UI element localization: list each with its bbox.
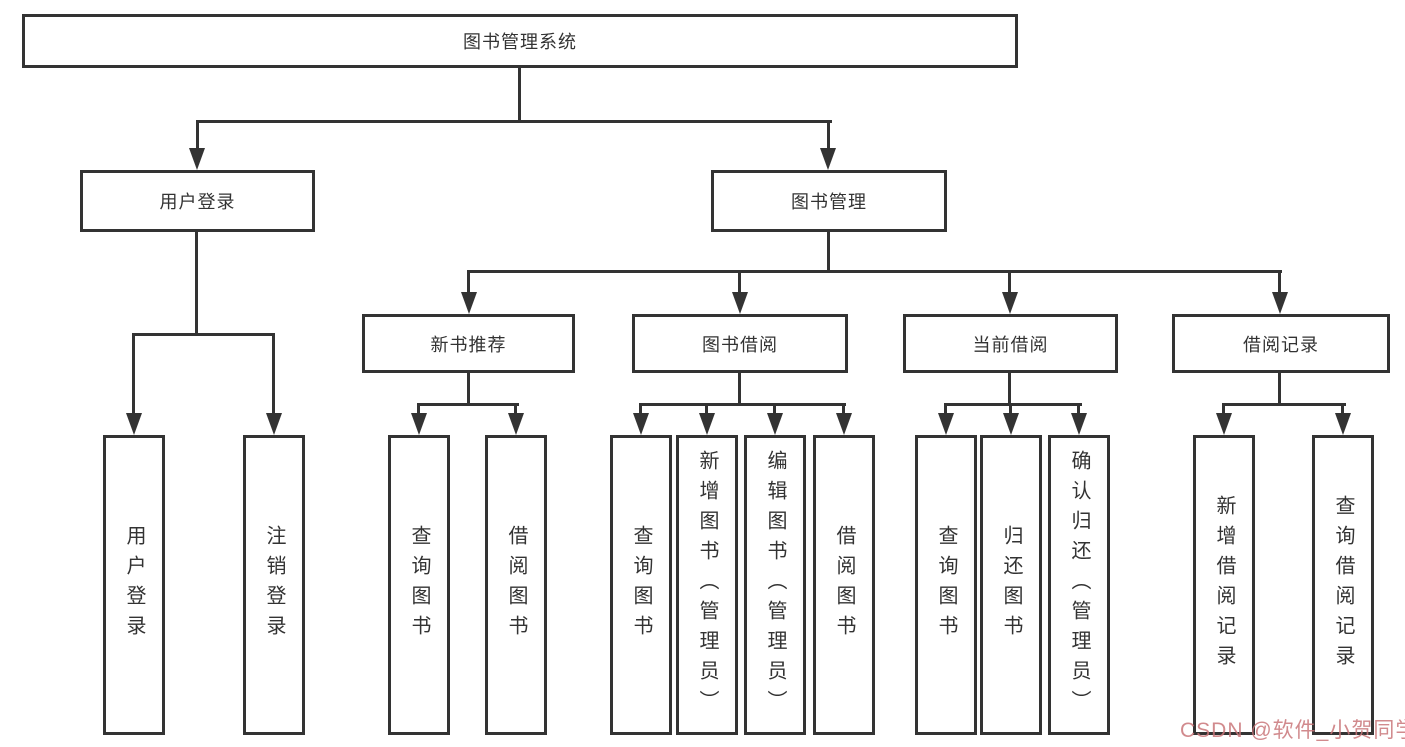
connector-records-rail xyxy=(1222,403,1346,406)
connector-drop-leaf xyxy=(944,403,947,415)
connector-recommend-stub xyxy=(467,373,470,406)
arrow-down-icon xyxy=(1272,292,1288,314)
arrow-down-icon xyxy=(836,413,852,435)
leaf-query-books-recommend: 查询图书 xyxy=(388,435,450,735)
node-current-borrow: 当前借阅 xyxy=(903,314,1118,373)
leaf-query-borrow-record: 查询借阅记录 xyxy=(1312,435,1374,735)
leaf-add-book-admin: 新增图书（管理员） xyxy=(676,435,738,735)
connector-book-management-stub xyxy=(827,232,830,273)
connector-drop-level2 xyxy=(467,270,470,294)
leaf-borrow-books-recommend: 借阅图书 xyxy=(485,435,547,735)
leaf-return-books: 归还图书 xyxy=(980,435,1042,735)
connector-current-stub xyxy=(1008,373,1011,406)
connector-borrow-stub xyxy=(738,373,741,406)
connector-drop-level2 xyxy=(738,270,741,294)
leaf-edit-book-admin: 编辑图书（管理员） xyxy=(744,435,806,735)
arrow-down-icon xyxy=(189,148,205,170)
connector-records-stub xyxy=(1278,373,1281,406)
connector-drop-leaf xyxy=(705,403,708,415)
leaf-logout: 注销登录 xyxy=(243,435,305,735)
arrow-down-icon xyxy=(1002,292,1018,314)
arrow-down-icon xyxy=(938,413,954,435)
connector-user-login-rail xyxy=(132,333,275,336)
connector-level1-rail xyxy=(196,120,832,123)
connector-drop-leaf xyxy=(417,403,420,415)
arrow-down-icon xyxy=(508,413,524,435)
connector-drop-leaf xyxy=(1341,403,1344,415)
arrow-down-icon xyxy=(1216,413,1232,435)
leaf-borrow-books: 借阅图书 xyxy=(813,435,875,735)
connector-recommend-rail xyxy=(417,403,519,406)
arrow-down-icon xyxy=(820,148,836,170)
connector-drop-level2 xyxy=(1008,270,1011,294)
connector-level2-rail xyxy=(467,270,1282,273)
leaf-query-books-current: 查询图书 xyxy=(915,435,977,735)
leaf-add-borrow-record: 新增借阅记录 xyxy=(1193,435,1255,735)
node-new-book-recommend: 新书推荐 xyxy=(362,314,575,373)
connector-borrow-rail xyxy=(639,403,846,406)
arrow-down-icon xyxy=(633,413,649,435)
node-book-borrow: 图书借阅 xyxy=(632,314,848,373)
leaf-user-login: 用户登录 xyxy=(103,435,165,735)
connector-drop-leaf xyxy=(1077,403,1080,415)
connector-drop-level2 xyxy=(1278,270,1281,294)
arrow-down-icon xyxy=(126,413,142,435)
arrow-down-icon xyxy=(1335,413,1351,435)
connector-drop-leaf xyxy=(639,403,642,415)
arrow-down-icon xyxy=(266,413,282,435)
connector-drop-book-management xyxy=(827,120,830,152)
node-borrow-records: 借阅记录 xyxy=(1172,314,1390,373)
node-book-management: 图书管理 xyxy=(711,170,947,232)
leaf-query-books-borrow: 查询图书 xyxy=(610,435,672,735)
arrow-down-icon xyxy=(1003,413,1019,435)
connector-drop-leaf xyxy=(773,403,776,415)
watermark-text: CSDN @软件_小贺同学 xyxy=(1180,719,1405,742)
connector-root-stub xyxy=(518,66,521,120)
node-root-library-system: 图书管理系统 xyxy=(22,14,1018,68)
arrow-down-icon xyxy=(461,292,477,314)
connector-drop-leaf xyxy=(1009,403,1012,415)
connector-drop-leaf xyxy=(272,333,275,415)
arrow-down-icon xyxy=(732,292,748,314)
node-user-login: 用户登录 xyxy=(80,170,315,232)
connector-drop-leaf xyxy=(842,403,845,415)
arrow-down-icon xyxy=(1071,413,1087,435)
arrow-down-icon xyxy=(411,413,427,435)
leaf-confirm-return-admin: 确认归还（管理员） xyxy=(1048,435,1110,735)
arrow-down-icon xyxy=(767,413,783,435)
connector-drop-leaf xyxy=(1222,403,1225,415)
connector-drop-leaf xyxy=(514,403,517,415)
arrow-down-icon xyxy=(699,413,715,435)
connector-user-login-stub xyxy=(195,232,198,335)
connector-current-rail xyxy=(944,403,1082,406)
connector-drop-leaf xyxy=(132,333,135,415)
connector-drop-user-login xyxy=(196,120,199,152)
